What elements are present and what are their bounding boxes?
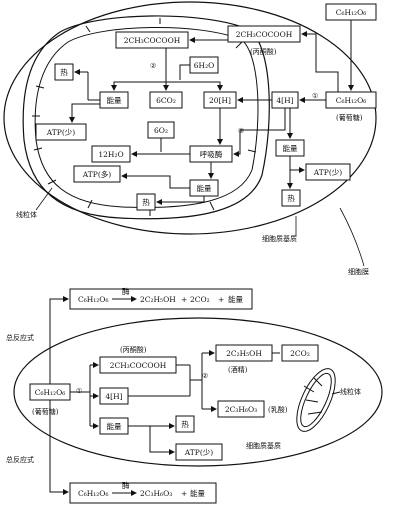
ethanol-lower-box: 2C₂H₅OH [226,349,262,358]
eq1-plus-1: + [181,295,187,304]
h4-upper-box: 4[H] [276,96,293,105]
lactic-label: (乳酸) [268,405,288,414]
energy-lower-box: 能量 [107,421,122,431]
eq1-d: 能量 [228,294,243,304]
cell-membrane-label: 细胞膜 [348,267,369,276]
eq2-d: 能量 [190,488,205,498]
ethanol-label: (酒精) [228,365,248,374]
eq1-a: C₆H₁₂O₆ [78,295,108,304]
step2-lower: ② [202,372,208,380]
leaders-upper [35,187,365,267]
mitochondrion-label-left: 线粒体 [16,210,37,219]
step2-upper: ② [150,62,156,70]
co2-two-lower-box: 2CO₂ [290,349,310,358]
step1-lower: ① [76,387,82,395]
eq2-enzyme: 酶 [122,480,130,490]
cell-outline-upper [3,1,377,235]
glucose-label-upper: (葡萄糖) [336,113,363,122]
h4-lower-box: 4[H] [105,392,122,401]
energy-b-box: 能量 [197,183,212,193]
heat-b-box: 热 [142,197,150,207]
h20-box: 20[H] [209,96,231,105]
glucose-label-lower: (葡萄糖) [32,407,59,416]
mitochondrion-label-right: 线粒体 [340,387,361,396]
eq1-c: 2CO₂ [190,295,210,304]
o2-six-box: 6O₂ [154,126,168,135]
glucose-upper-box: C₆H₁₂O₆ [336,96,366,105]
heat-lower-box: 热 [181,419,189,429]
pyruvate-upper-box: 2CH₃COCOOH [236,30,293,39]
connectors-lower [49,296,280,495]
eq1-enzyme: 酶 [122,286,130,296]
co2-six-box: 6CO₂ [156,96,176,105]
small-mitochondrion [296,368,341,432]
atp-less-left-box: ATP(少) [46,128,75,137]
heat-c-box: 热 [287,193,295,203]
resp-enzyme-box: 呼吸酶 [200,149,223,159]
total-reaction-label-2: 总反应式 [6,455,34,464]
cytoplasm-matrix-label-lower: 细胞质基质 [246,441,281,450]
atp-more-box: ATP(多) [82,169,111,179]
atp-less-right-box: ATP(少) [313,168,342,177]
mitochondrion-outer [22,15,270,220]
cell-outline-lower [13,317,383,467]
eq1-b: 2C₂H₅OH [140,295,176,304]
pyruvate-label-upper: (丙酮酸) [250,47,277,56]
cristae [32,18,260,216]
glucose-outer-box: C₆H₁₂O₆ [336,8,366,17]
eq2-plus: + [181,489,187,498]
heat-upper-box: 热 [60,67,68,77]
pyruvate-label-lower: (丙酮酸) [120,345,147,354]
step1-upper: ① [312,92,318,100]
eq2-b: 2C₃H₆O₃ [140,489,172,498]
glucose-lower-box: C₆H₁₂O₆ [35,388,65,397]
connectors-upper [69,20,354,205]
energy-c-box: 能量 [283,143,298,153]
eq2-a: C₆H₁₂O₆ [78,489,108,498]
eq1-plus-2: + [218,295,224,304]
water-out-box: 12H₂O [98,150,123,159]
atp-less-lower-box: ATP(少) [184,448,213,457]
pyruvate-lower-box: 2CH₃COCOOH [110,361,167,370]
cytoplasm-matrix-label: 细胞质基质 [262,234,297,243]
total-reaction-label-1: 总反应式 [6,333,34,342]
mitochondrion-inner [34,27,259,208]
step3-upper: ③ [238,127,244,135]
lactic-lower-box: 2C₃H₆O₃ [225,405,257,414]
pyruvate-inner-box: 2CH₃COCOOH [124,36,181,45]
water-in-box: 6H₂O [194,61,214,70]
energy-a-box: 能量 [107,95,122,105]
